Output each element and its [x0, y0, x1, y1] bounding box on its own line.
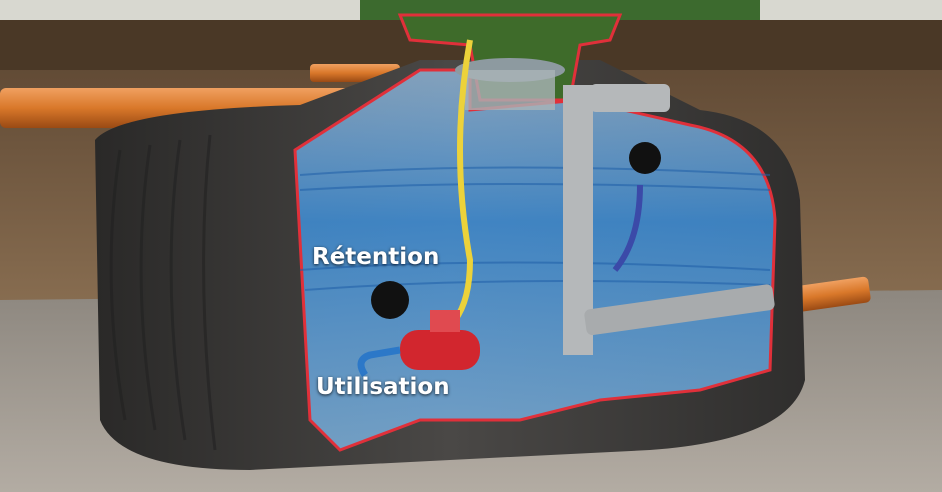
tank-ribs — [109, 134, 217, 451]
grey-pipe-elbow — [590, 84, 670, 112]
pump — [400, 330, 480, 370]
float-ball-upper — [629, 142, 661, 174]
float-ball-lower — [371, 281, 409, 319]
pump-head — [430, 310, 460, 332]
blue-hose — [612, 184, 643, 272]
grey-pipe-horizontal — [584, 284, 775, 336]
pump-inlet-hose — [357, 346, 401, 377]
filter-body — [465, 70, 555, 110]
yellow-hose — [452, 39, 474, 322]
water-surface-lines — [299, 166, 771, 291]
retention-label: Rétention — [312, 244, 440, 270]
utilisation-label: Utilisation — [316, 374, 450, 400]
